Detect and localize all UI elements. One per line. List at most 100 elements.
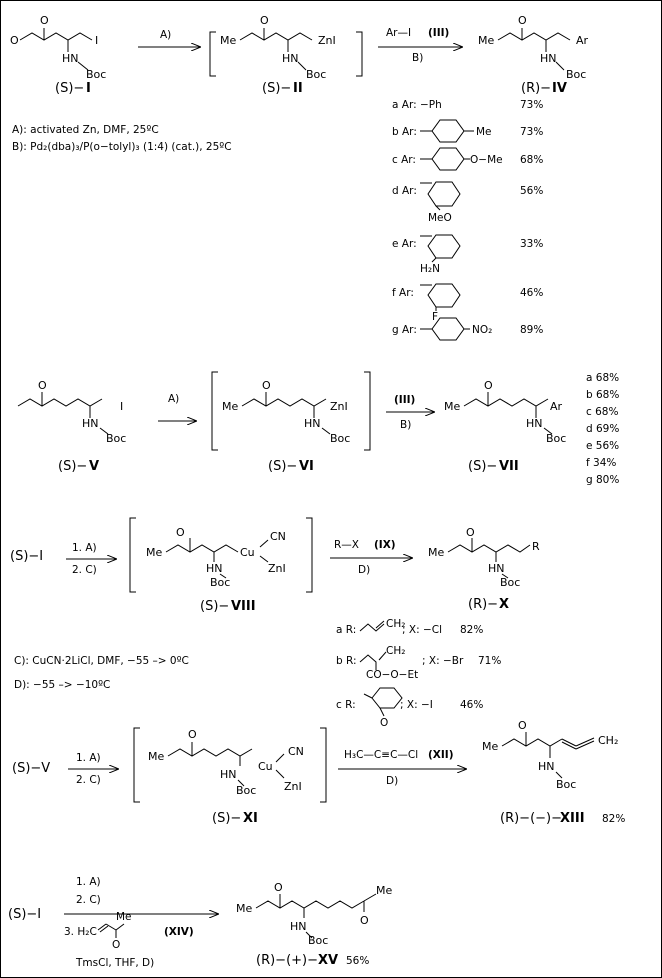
- r-c-yield: 46%: [460, 699, 483, 711]
- nh-label: HN: [282, 52, 299, 65]
- cyclohexenone-ring: [371, 687, 403, 709]
- ar-label: Ar: [576, 34, 589, 47]
- label-R-XIII-num: XIII: [560, 811, 585, 826]
- step-2: 2. C): [76, 894, 101, 906]
- compound-S-VIII: Me O HN Boc Cu CN ZnI: [146, 526, 286, 589]
- r-c-tail: ; X: −I: [400, 699, 433, 711]
- step-1: 1. A): [76, 876, 101, 888]
- step-4: TmsCl, THF, D): [75, 957, 154, 969]
- r-c-frag: O: [380, 717, 388, 729]
- boc-label: Boc: [566, 68, 586, 81]
- r-list: a R: CH₂ ; X: −Cl 82% b R: CH₂ CO−O−Et ;…: [336, 618, 501, 729]
- step-1: 1. A): [76, 752, 101, 764]
- r-label: R: [532, 540, 540, 553]
- o-label: O: [176, 526, 185, 539]
- yield-b: b 68%: [586, 389, 619, 401]
- compound-S-V: O HN Boc I: [17, 379, 126, 445]
- benzene-ring: [427, 283, 461, 308]
- yield-f: f 34%: [586, 457, 616, 469]
- zni-label: ZnI: [318, 34, 336, 47]
- ar-e-group: H₂N: [420, 263, 440, 275]
- nh-label: HN: [488, 562, 505, 575]
- iodo-label: I: [120, 400, 123, 413]
- boc-label: Boc: [308, 934, 328, 947]
- o-label: O: [518, 719, 527, 732]
- label-S-VIII-num: VIII: [231, 599, 256, 614]
- compound-S-XI: Me O HN Boc Cu CN ZnI: [148, 728, 304, 797]
- carbonyl-o-label: O: [40, 14, 49, 27]
- ar-d-yield: 56%: [520, 185, 543, 197]
- benzene-ring: [427, 181, 461, 207]
- scheme-4: (S)−V 1. A) 2. C) Me O HN Boc Cu CN ZnI …: [12, 719, 625, 826]
- label-S-VI-prefix: (S)−: [268, 459, 297, 474]
- me-label: Me: [428, 546, 444, 559]
- benzene-ring: [431, 147, 465, 171]
- arrow-B-2-reagent: (III): [394, 394, 415, 406]
- reagent-XII-num: (XII): [428, 749, 454, 761]
- label-R-XV-num: XV: [318, 953, 338, 968]
- label-S-XI-prefix: (S)−: [212, 811, 241, 826]
- r-a-label: a R:: [336, 624, 356, 636]
- step-2: 2. C): [72, 564, 97, 576]
- label-R-IV-num: IV: [552, 81, 567, 96]
- compound-S-I: O O HN Boc I: [10, 14, 106, 81]
- boc-label: Boc: [500, 576, 520, 589]
- condition-D: D): −55 –> −10ºC: [14, 679, 110, 691]
- reagent-III: Ar—I: [386, 27, 411, 39]
- boc-label: Boc: [330, 432, 350, 445]
- ar-b-yield: 73%: [520, 126, 543, 138]
- compound-R-IV: Me O HN Boc Ar: [478, 14, 589, 81]
- label-S-II-num: II: [293, 81, 303, 96]
- reagent-III-num: (III): [428, 27, 449, 39]
- label-S-II-prefix: (S)−: [262, 81, 291, 96]
- ch2-label: CH₂: [598, 734, 618, 747]
- yield-list-VII: a 68% b 68% c 68% d 69% e 56% f 34% g 80…: [586, 372, 619, 486]
- o-label: O: [188, 728, 197, 741]
- me-label: Me: [220, 34, 236, 47]
- boc-label: Boc: [86, 68, 106, 81]
- yield-a: a 68%: [586, 372, 619, 384]
- r-a-yield: 82%: [460, 624, 483, 636]
- boc-label: Boc: [236, 784, 256, 797]
- cu-label: Cu: [240, 546, 255, 559]
- ar-c-yield: 68%: [520, 154, 543, 166]
- nh-label: HN: [526, 417, 543, 430]
- nh-label: HN: [540, 52, 557, 65]
- boc-label: Boc: [546, 432, 566, 445]
- ar-d-group: MeO: [428, 212, 452, 224]
- cn-label: CN: [288, 745, 304, 758]
- ar-f-label: f Ar:: [392, 287, 414, 299]
- label-R-IV-prefix: (R)−: [521, 81, 551, 96]
- label-R-XIII-prefix: (R)−(−)−: [500, 811, 562, 826]
- reagent-o: O: [112, 939, 120, 951]
- yield-XV: 56%: [346, 955, 369, 967]
- ar-list: a Ar: −Ph 73% b Ar: Me 73% c Ar: O−Me 68…: [392, 99, 543, 341]
- me-label: Me: [482, 740, 498, 753]
- step-1: 1. A): [72, 542, 97, 554]
- r-c-label: c R:: [336, 699, 356, 711]
- step-2: 2. C): [76, 774, 101, 786]
- ar-f-yield: 46%: [520, 287, 543, 299]
- r-b-tail: ; X: −Br: [422, 655, 464, 667]
- ar-c-group: O−Me: [470, 154, 503, 166]
- label-S-VII-num: VII: [499, 459, 519, 474]
- ar-e-label: e Ar:: [392, 238, 417, 250]
- r-b-frag2: CH₂: [386, 645, 405, 657]
- r-b-yield: 71%: [478, 655, 501, 667]
- me-label: Me: [222, 400, 238, 413]
- o-label: O: [484, 379, 493, 392]
- o-label: O: [38, 379, 47, 392]
- reagent-XII: H₃C—C≡C—Cl: [344, 749, 418, 761]
- me-label: Me: [236, 902, 252, 915]
- nh-label: HN: [82, 417, 99, 430]
- condition-C: C): CuCN·2LiCl, DMF, −55 –> 0ºC: [14, 655, 189, 667]
- boc-label: Boc: [306, 68, 326, 81]
- label-S-V-prefix: (S)−: [58, 459, 87, 474]
- arrow-D-2-label: D): [386, 775, 398, 787]
- r-a-frag: CH₂: [386, 618, 405, 630]
- yield-d: d 69%: [586, 423, 619, 435]
- compound-R-XV: Me O HN Boc Me O: [236, 881, 392, 947]
- scheme-5: (S)−I 1. A) 2. C) 3. H₂C Me O (XIV) TmsC…: [8, 876, 392, 969]
